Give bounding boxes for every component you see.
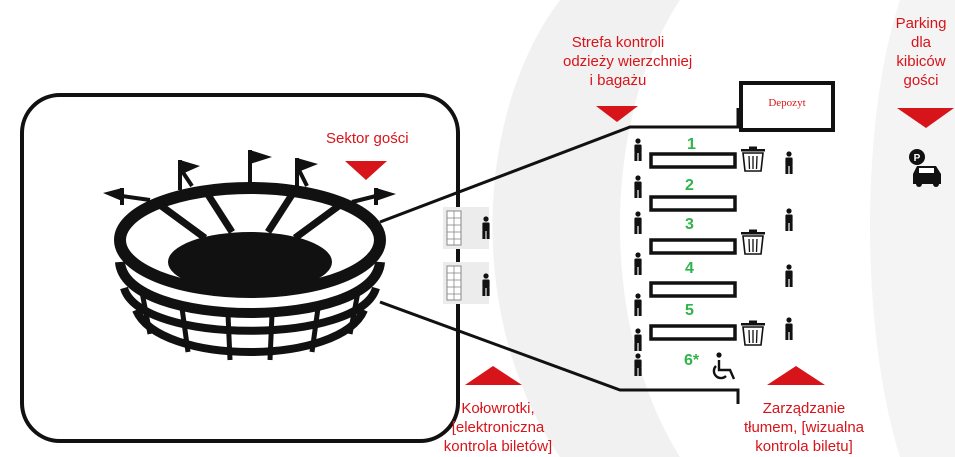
turnstiles-line-1: Kołowrotki,	[461, 400, 535, 417]
crowd-management-line-3: kontrola biletu]	[755, 438, 853, 455]
crowd-management-line-2: tłumem, [wizualna	[743, 419, 865, 436]
deposit-box	[739, 81, 835, 132]
gate-number-1: 1	[687, 136, 696, 153]
trash-icon	[740, 319, 766, 346]
person-icon-group-right	[785, 151, 793, 340]
trash-icon	[740, 145, 766, 172]
away-sector-label: Sektor gości	[326, 130, 409, 147]
parking-label: Parking dla kibiców gości	[890, 14, 952, 90]
turnstile-icon	[442, 206, 490, 250]
parking-line-3: kibiców	[896, 53, 946, 70]
gate-number-2: 2	[685, 177, 694, 194]
checkpoint-zone-label: Strefa kontroli odzieży wierzchniej i ba…	[563, 33, 693, 90]
svg-text:P: P	[914, 153, 921, 164]
trash-icon	[740, 228, 766, 255]
parking-line-1: Parking	[895, 15, 947, 32]
gate-number-6: 6*	[684, 352, 700, 369]
person-icon-group-left	[634, 138, 642, 376]
turnstiles-marker	[465, 366, 522, 385]
watermark-swoosh	[492, 0, 680, 457]
stadium-icon	[103, 150, 396, 361]
parking-car-icon: P	[909, 149, 941, 187]
away-sector-marker	[345, 161, 387, 180]
turnstile-icon	[442, 261, 490, 305]
turnstiles-label: Kołowrotki, [elektroniczna kontrola bile…	[428, 399, 568, 456]
turnstiles-line-3: kontrola biletów]	[443, 438, 553, 455]
checkpoint-marker	[596, 106, 638, 122]
gate-number-3: 3	[685, 216, 694, 233]
parking-marker	[897, 108, 954, 128]
turnstiles-line-2: [elektroniczna	[451, 419, 545, 436]
checkpoint-zone-line-2: odzieży wierzchniej	[563, 53, 693, 70]
parking-line-2: dla	[910, 34, 932, 51]
gate-lanes	[649, 152, 737, 341]
crowd-management-marker	[767, 366, 825, 385]
checkpoint-zone-line-1: Strefa kontroli	[571, 34, 665, 51]
crowd-management-line-1: Zarządzanie	[762, 400, 846, 417]
deposit-label: Depozyt	[768, 97, 806, 109]
gate-number-4: 4	[685, 260, 694, 277]
entry-funnel-lines	[379, 108, 740, 404]
parking-line-4: gości	[903, 72, 939, 89]
crowd-management-label: Zarządzanie tłumem, [wizualna kontrola b…	[734, 399, 874, 456]
gate-number-5: 5	[685, 302, 694, 319]
wheelchair-icon	[712, 352, 736, 380]
checkpoint-zone-line-3: i bagażu	[589, 72, 647, 89]
